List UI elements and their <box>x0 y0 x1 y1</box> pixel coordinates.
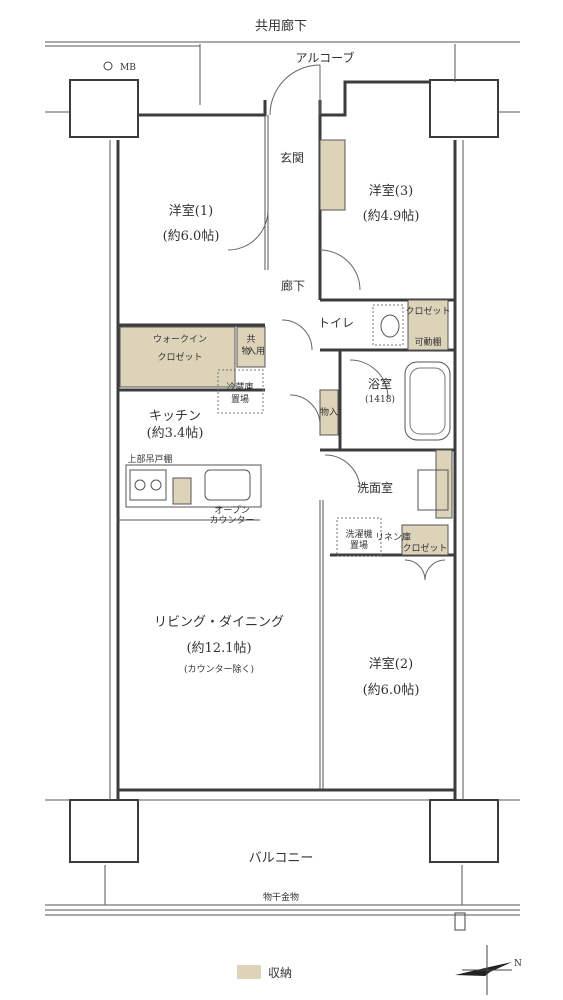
open-counter-1: オープン <box>214 505 249 516</box>
wash-side-storage <box>435 449 453 519</box>
bathtub-icon <box>404 361 451 441</box>
corridor-label: 共用廊下 <box>255 18 307 34</box>
toilet-closet-area <box>407 299 449 351</box>
balcony-label: バルコニー <box>249 851 314 866</box>
storage-label: 物入 <box>320 406 338 418</box>
bath-label: 浴室 <box>368 376 392 391</box>
washer-place <box>336 517 382 557</box>
walkin-label-1: ウォークイン <box>153 334 207 345</box>
exterior-walls <box>109 44 464 801</box>
western2-name: 洋室(2) <box>369 656 413 672</box>
balcony: バルコニー 物干金物 <box>45 851 520 931</box>
common-storage-b: 入用 <box>247 346 265 357</box>
toilet-icon <box>380 314 400 338</box>
upper-cabinet-area <box>172 477 192 505</box>
laundry-pole-label: 物干金物 <box>263 891 299 903</box>
living-note: (カウンター除く) <box>184 663 254 675</box>
washbasin-icon <box>417 469 449 511</box>
toilet-label: トイレ <box>318 316 354 330</box>
alcove-label: アルコーブ <box>296 50 355 65</box>
shoebox-area <box>319 139 346 211</box>
fridge-label-2: 置場 <box>231 393 249 405</box>
interior-walls <box>118 115 455 790</box>
compass-icon: N <box>455 945 522 995</box>
hallway-label: 廊下 <box>281 278 305 293</box>
western3-size: (約4.9帖) <box>363 209 420 224</box>
movable-shelf-label: 可動棚 <box>414 336 441 348</box>
living-name: リビング・ダイニング <box>154 615 284 630</box>
room-labels: 玄関 洋室(1) (約6.0帖) 洋室(3) (約4.9帖) 廊下 トイレ クロ… <box>127 150 450 698</box>
storage-area <box>319 389 339 436</box>
wash-closet-area <box>401 524 449 556</box>
walkin-closet-area <box>119 326 236 388</box>
fridge-label-1: 冷蔵庫 <box>226 381 253 393</box>
washroom-label: 洗面室 <box>357 480 393 495</box>
common-storage-c: 共 <box>246 334 255 345</box>
common-storage-area <box>236 326 266 368</box>
legend-swatch <box>237 965 261 979</box>
bath-size: (1418) <box>365 394 395 405</box>
living-size: (約12.1帖) <box>186 641 251 656</box>
legend: 収納 <box>237 965 292 980</box>
toilet-closet-label: クロゼット <box>405 305 450 317</box>
western1-name: 洋室(1) <box>169 203 213 219</box>
storage-areas <box>119 139 453 556</box>
washer-label-1: 洗濯機 <box>345 528 372 540</box>
kitchen-counter <box>125 464 262 508</box>
mb-label: MB <box>120 63 136 73</box>
kitchen-size: (約3.4帖) <box>147 426 204 441</box>
upper-cabinet-label: 上部吊戸棚 <box>127 453 172 465</box>
fixtures <box>125 304 451 557</box>
washer-label-2: 置場 <box>350 539 368 551</box>
doors <box>227 64 446 581</box>
sink-icon <box>204 469 251 501</box>
western1-size: (約6.0帖) <box>163 229 220 244</box>
common-storage-a: 物 <box>241 345 250 357</box>
western2-size: (約6.0帖) <box>363 683 420 698</box>
kitchen-name: キッチン <box>149 409 201 424</box>
linen-label: リネン庫 <box>375 531 411 543</box>
walkin-label-2: クロゼット <box>157 351 202 363</box>
western3-name: 洋室(3) <box>369 183 413 199</box>
shared-corridor: 共用廊下 MB アルコーブ <box>45 18 520 73</box>
wash-closet-label: クロゼット <box>402 542 447 554</box>
legend-label: 収納 <box>268 966 292 980</box>
entrance-label: 玄関 <box>280 150 304 165</box>
stove-icon <box>129 469 167 501</box>
mb-icon <box>103 61 113 71</box>
north-label: N <box>514 959 522 969</box>
open-counter-2: カウンター <box>209 515 254 526</box>
columns <box>45 79 520 863</box>
